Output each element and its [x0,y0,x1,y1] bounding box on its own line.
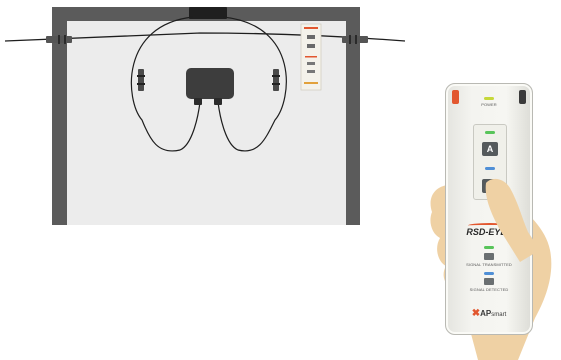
apsmart-logo-main: AP [480,309,492,318]
remote-antenna-cap-dark [519,90,526,104]
signal-transmitted-label: SIGNAL TRANSMITTED [466,262,512,267]
signal-detected-indicator [484,278,494,285]
signal-transmitted-led [484,246,494,249]
model-name-text: RSD-EYE [466,227,507,237]
signal-detected-label: SIGNAL DETECTED [469,287,509,292]
lead-connector-left [137,69,145,91]
thumb [485,178,540,262]
module-lead-right [217,16,287,152]
trunk-connector-left [46,35,72,44]
remote-antenna-cap-red [452,90,459,104]
module-lead-left [130,16,201,152]
apsmart-logo-mark: ✖ [471,308,481,319]
model-swoosh [468,223,512,228]
module-nameplate [300,23,322,91]
rapid-shutdown-device [186,68,234,105]
button-b-led [485,167,495,170]
button-a[interactable]: A [482,142,498,156]
power-label: POWER [481,102,497,107]
lead-connector-right [272,69,280,91]
apsmart-logo-sub: smart [491,312,507,318]
trunk-connector-right [342,35,368,44]
junction-box [189,7,227,19]
apsmart-logo: ✖APsmart [446,308,532,319]
signal-detected-led [484,272,494,275]
module-panel-surface [67,21,346,225]
signal-transmitted-indicator [484,253,494,260]
power-led [484,97,494,100]
button-a-led [485,131,495,134]
